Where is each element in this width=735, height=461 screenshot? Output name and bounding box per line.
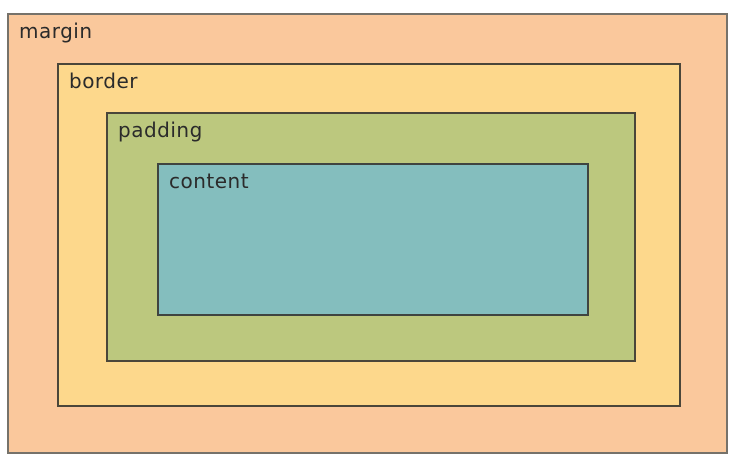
border-label: border [69,69,139,93]
margin-label: margin [19,19,93,43]
margin-box: margin border padding content [7,13,728,454]
padding-label: padding [118,118,203,142]
border-box: border padding content [57,63,681,407]
content-box: content [157,163,589,316]
content-label: content [169,169,250,193]
padding-box: padding content [106,112,636,362]
